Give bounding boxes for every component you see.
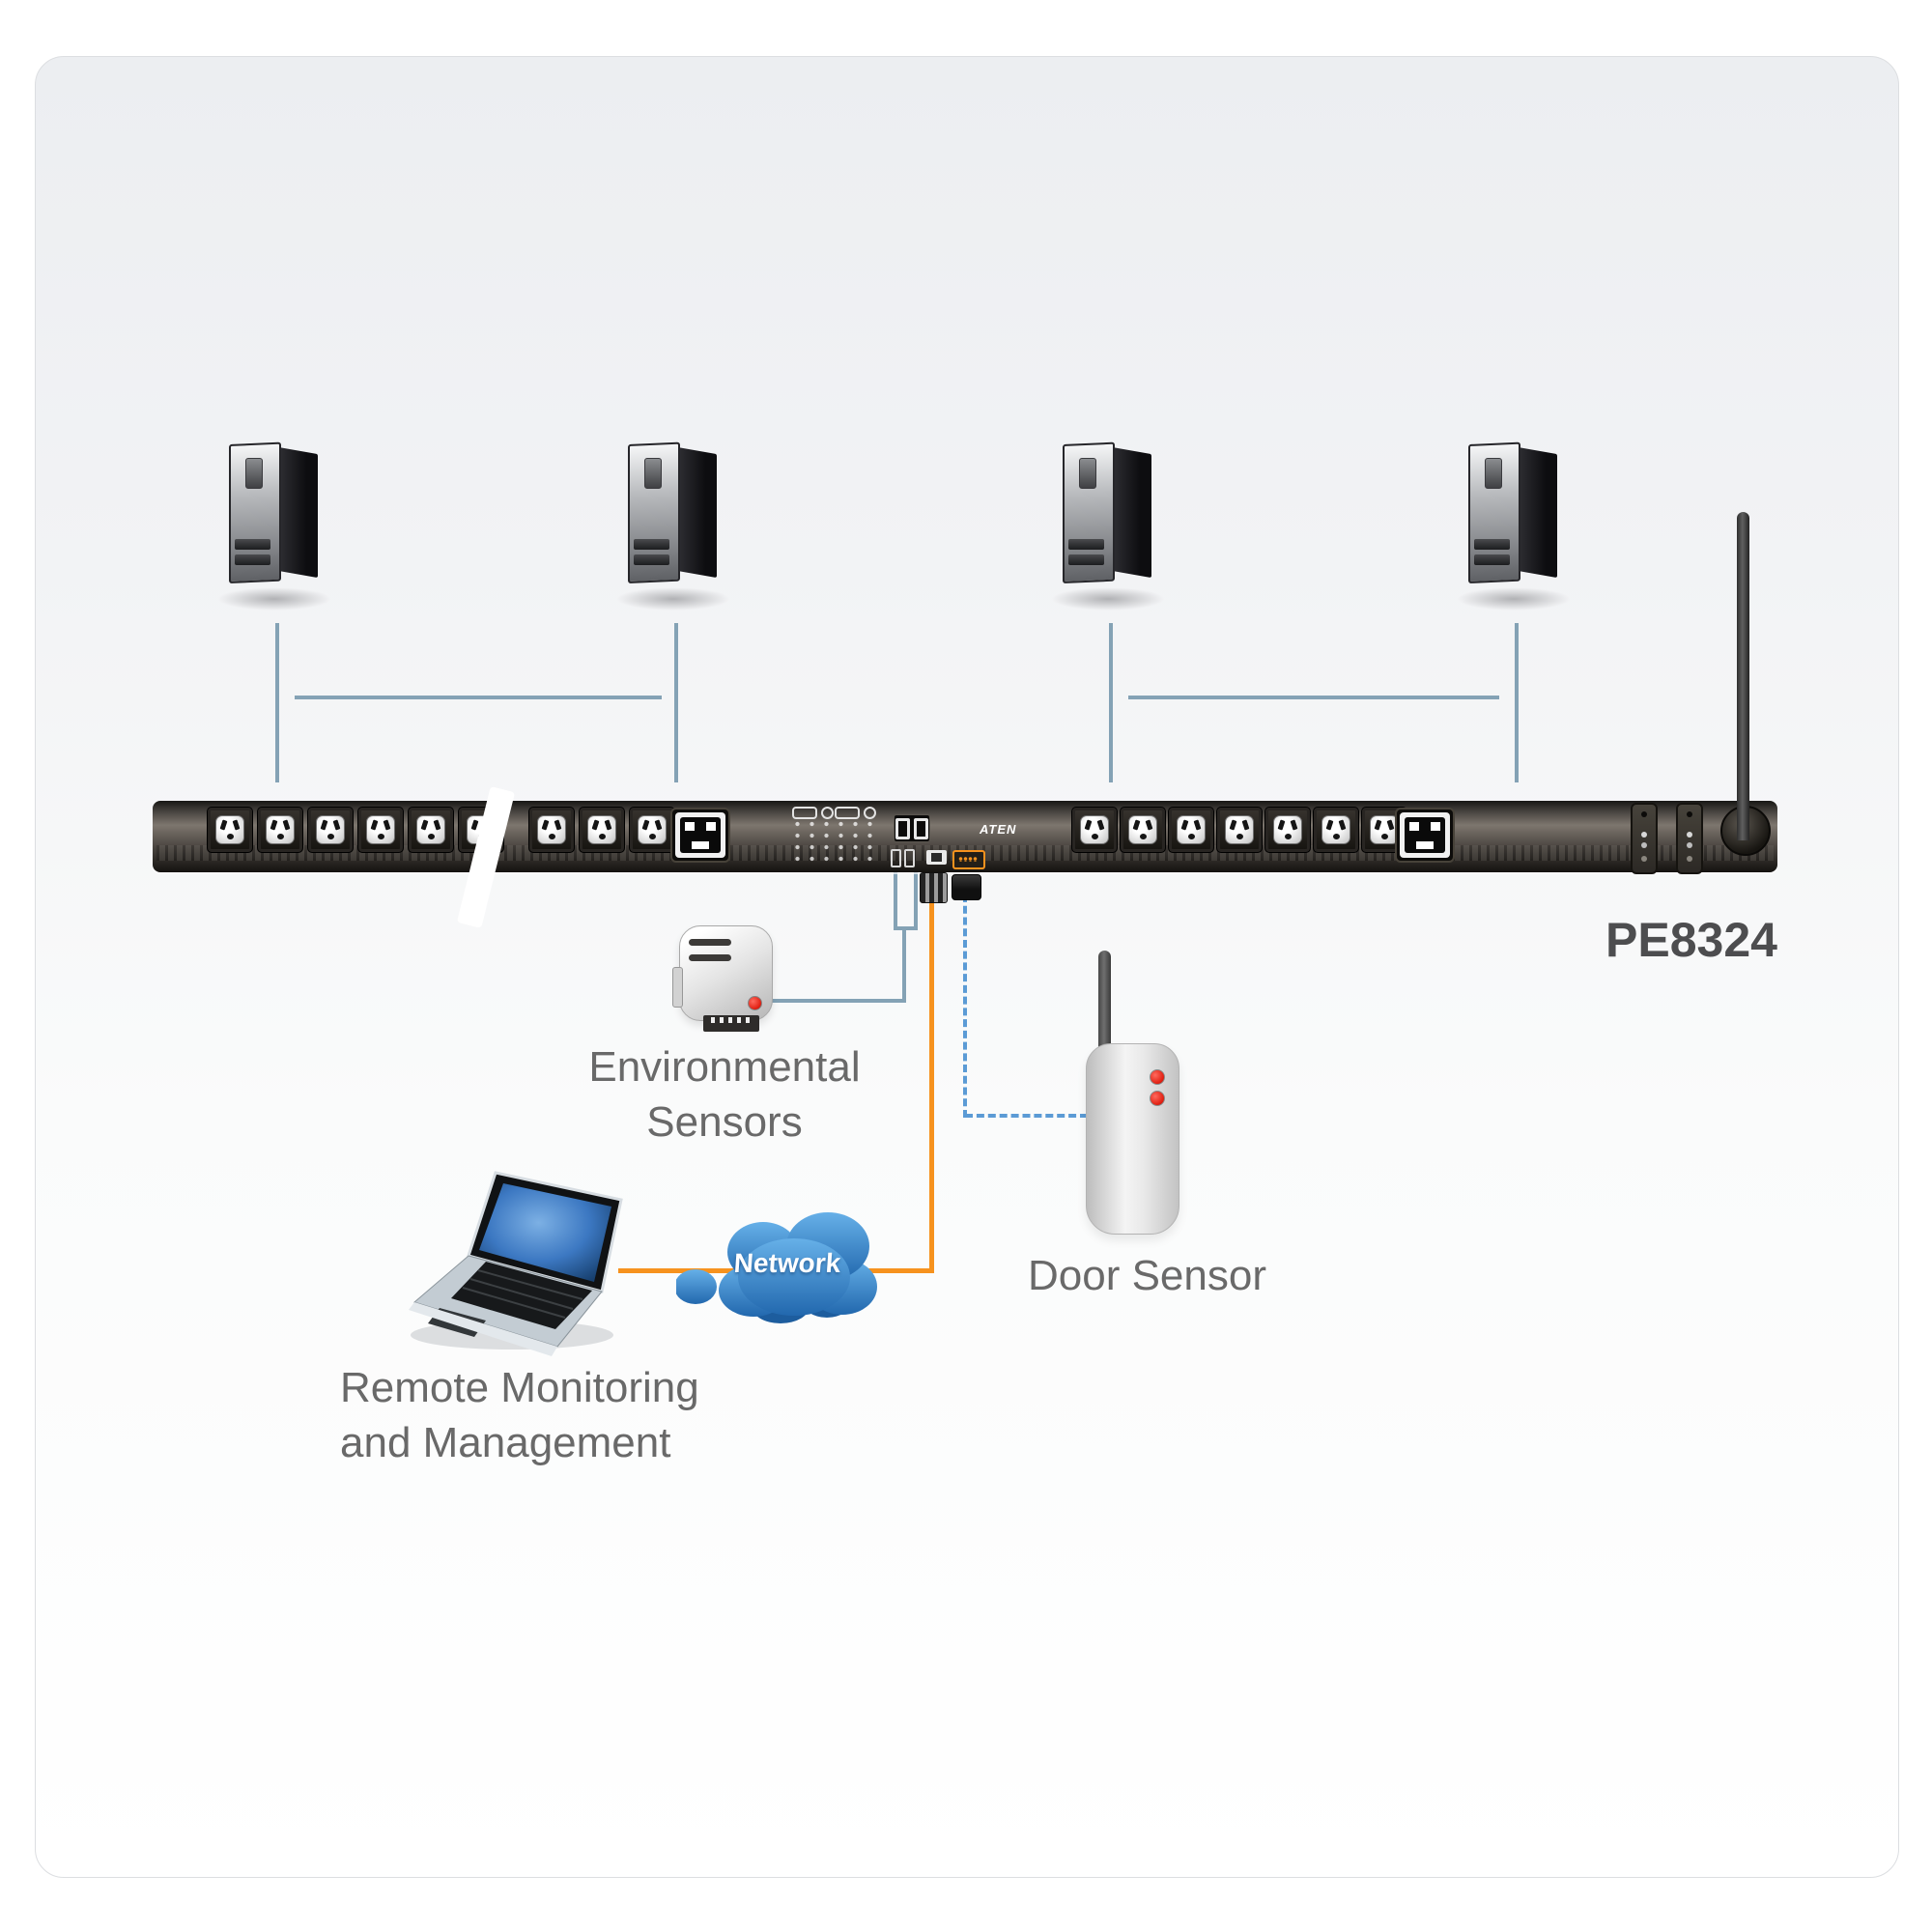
power-outlet-icon bbox=[1071, 807, 1118, 853]
seven-segment-display bbox=[894, 814, 930, 842]
red-led-icon bbox=[1150, 1069, 1165, 1085]
power-outlet-icon bbox=[1216, 807, 1263, 853]
power-outlet-icon bbox=[257, 807, 303, 853]
power-outlet-icon bbox=[307, 807, 354, 853]
sensor-cable bbox=[914, 872, 918, 930]
meter-dot-icon bbox=[821, 807, 834, 819]
server-tower-icon bbox=[1051, 441, 1165, 611]
lan-port-icon bbox=[926, 850, 947, 865]
led-status-grid bbox=[790, 818, 879, 863]
red-led-icon bbox=[748, 996, 762, 1010]
sensor-port-icon bbox=[952, 850, 985, 869]
remote-management-label: Remote Monitoring and Management bbox=[340, 1364, 699, 1467]
server4-power-line bbox=[1515, 623, 1519, 782]
power-outlet-icon bbox=[1168, 807, 1214, 853]
pdu-power-strip: ATEN bbox=[153, 801, 1777, 874]
meter-bar-icon bbox=[792, 807, 817, 819]
meter-bar-icon bbox=[835, 807, 860, 819]
wireless-link-dashed-line bbox=[965, 1114, 1088, 1118]
door-sensor-label: Door Sensor bbox=[1027, 1252, 1266, 1299]
laptop-icon bbox=[401, 1171, 638, 1364]
circuit-breaker-icon bbox=[1676, 803, 1703, 874]
meter-dot-icon bbox=[864, 807, 876, 819]
network-cloud-icon bbox=[674, 1198, 898, 1333]
power-outlet-icon bbox=[207, 807, 253, 853]
cable-plug-icon bbox=[952, 874, 981, 900]
power-outlet-icon bbox=[357, 807, 404, 853]
vent-slot bbox=[689, 939, 731, 946]
wireless-link-dashed-line bbox=[963, 895, 967, 1118]
cable-plug-icon bbox=[920, 872, 948, 903]
mount-tab bbox=[672, 967, 683, 1008]
c19-outlet-icon bbox=[1395, 808, 1455, 863]
c19-outlet-icon bbox=[670, 808, 730, 863]
circuit-breaker-icon bbox=[1631, 803, 1658, 874]
power-outlet-icon bbox=[1264, 807, 1311, 853]
outlet-group-mid bbox=[528, 807, 675, 853]
server-pair1-link-line bbox=[295, 696, 662, 699]
pdu-control-cluster: ATEN bbox=[790, 807, 1072, 869]
server-tower-icon bbox=[217, 441, 331, 611]
door-sensor-antenna-icon bbox=[1098, 951, 1111, 1057]
red-led-icon bbox=[1150, 1091, 1165, 1106]
server1-power-line bbox=[275, 623, 279, 782]
power-outlet-icon bbox=[629, 807, 675, 853]
readout-display bbox=[891, 849, 915, 867]
sensor-cable bbox=[894, 872, 897, 930]
product-model-label: PE8324 bbox=[1605, 913, 1777, 967]
outlet-group-right bbox=[1071, 807, 1407, 853]
server2-power-line bbox=[674, 623, 678, 782]
power-outlet-icon bbox=[528, 807, 575, 853]
power-outlet-icon bbox=[579, 807, 625, 853]
antenna-icon bbox=[1737, 512, 1749, 840]
door-sensor-icon bbox=[1086, 1043, 1179, 1235]
server-pair2-link-line bbox=[1128, 696, 1499, 699]
sensor-cable bbox=[902, 926, 906, 1003]
network-cable bbox=[929, 898, 934, 1272]
power-outlet-icon bbox=[408, 807, 454, 853]
outlet-group-left bbox=[207, 807, 504, 853]
background-panel bbox=[35, 56, 1899, 1878]
vent-slot bbox=[689, 954, 731, 961]
sensor-cable bbox=[771, 999, 906, 1003]
server-tower-icon bbox=[616, 441, 730, 611]
environmental-sensors-label: Environmental Sensors bbox=[588, 1043, 861, 1147]
sensor-connector-icon bbox=[703, 1015, 759, 1032]
network-label: Network bbox=[732, 1248, 842, 1278]
brand-logo: ATEN bbox=[980, 822, 1017, 837]
server3-power-line bbox=[1109, 623, 1113, 782]
power-outlet-icon bbox=[1313, 807, 1359, 853]
server-tower-icon bbox=[1457, 441, 1571, 611]
power-outlet-icon bbox=[1120, 807, 1166, 853]
environmental-sensor-icon bbox=[672, 925, 773, 1021]
